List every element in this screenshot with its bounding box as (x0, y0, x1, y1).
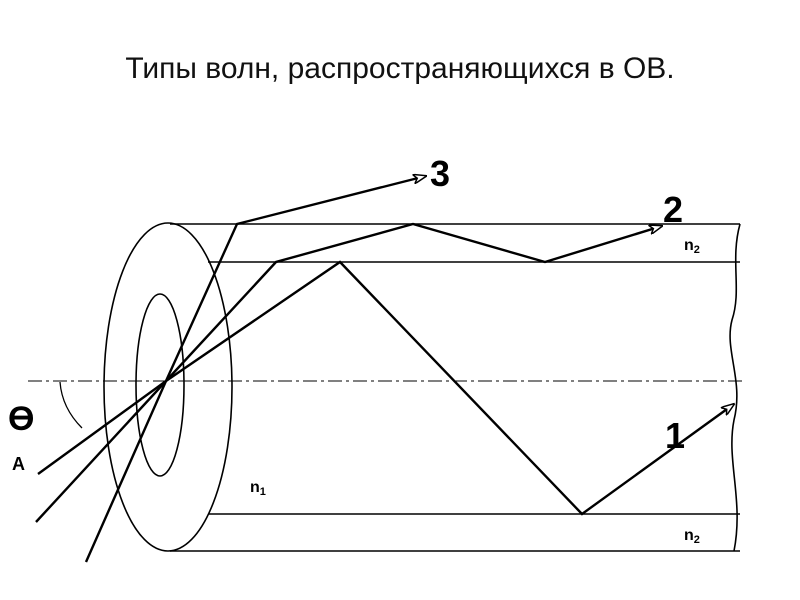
n1-label: n1 (250, 479, 266, 498)
n1-symbol: n (250, 479, 260, 496)
theta-angle-arc (59, 381, 83, 429)
fiber-end-face-cladding (103, 222, 233, 552)
n2-bottom-label: n2 (684, 527, 700, 546)
n2-top-label: n2 (684, 237, 700, 256)
ray-1-guided (37, 260, 734, 516)
slide-title: Типы волн, распространяющихся в ОВ. (125, 52, 675, 85)
n2-top-symbol: n (684, 237, 694, 254)
n2-top-subscript: 2 (694, 244, 700, 256)
fiber-break-line (729, 223, 741, 552)
n2-bottom-subscript: 2 (694, 534, 700, 546)
point-a-label: A (12, 454, 25, 474)
ray-3-label: 3 (430, 153, 450, 194)
ray-2-label: 2 (663, 189, 683, 230)
ray-3-radiating (84, 176, 426, 563)
ray-1-label: 1 (665, 415, 685, 456)
n1-subscript: 1 (260, 486, 266, 498)
n2-bottom-symbol: n (684, 527, 694, 544)
theta-label: ϴ (8, 400, 34, 438)
fiber-end-face-core (135, 293, 185, 477)
ray-2-cladding (35, 222, 662, 523)
